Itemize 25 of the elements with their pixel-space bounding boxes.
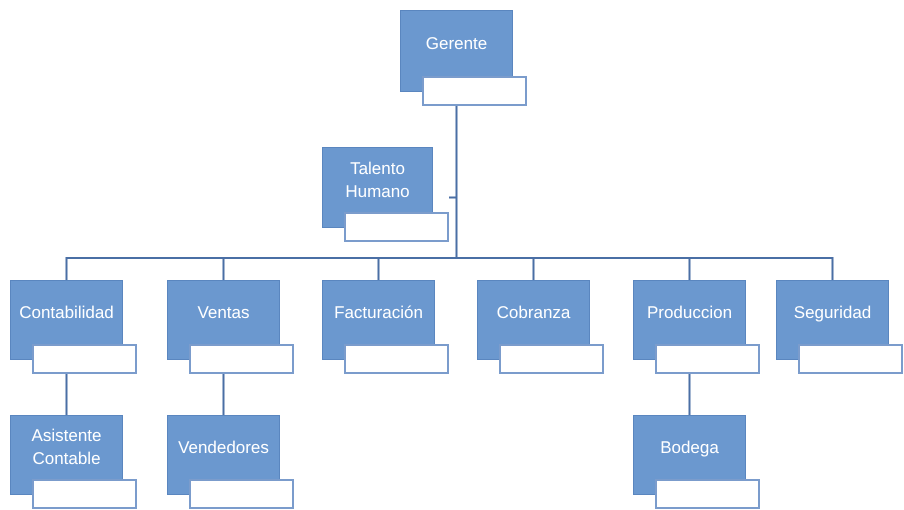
position-title: Ventas (196, 302, 250, 324)
position-card (776, 280, 903, 374)
position-title: Asistente Contable (30, 425, 102, 470)
position-card (167, 415, 294, 509)
position-card (167, 280, 294, 374)
position-card (400, 10, 527, 106)
position-title: Vendedores (177, 436, 270, 459)
position-title: Facturación (333, 302, 424, 324)
position-title: Contabilidad (18, 302, 115, 324)
position-title: Gerente (424, 32, 488, 55)
position-card (10, 415, 137, 509)
position-card (10, 280, 137, 374)
position-card (322, 280, 449, 374)
position-title: Cobranza (496, 302, 572, 324)
position-card (633, 415, 760, 509)
connector-line (66, 374, 68, 415)
position-card (633, 280, 760, 374)
position-title: Talento Humano (344, 158, 411, 202)
position-title: Produccion (646, 302, 734, 324)
position-title: Bodega (659, 436, 720, 459)
position-card (322, 147, 449, 242)
connector-line (688, 374, 690, 415)
position-card (477, 280, 604, 374)
connector-line (222, 374, 224, 415)
position-title: Seguridad (792, 302, 872, 324)
